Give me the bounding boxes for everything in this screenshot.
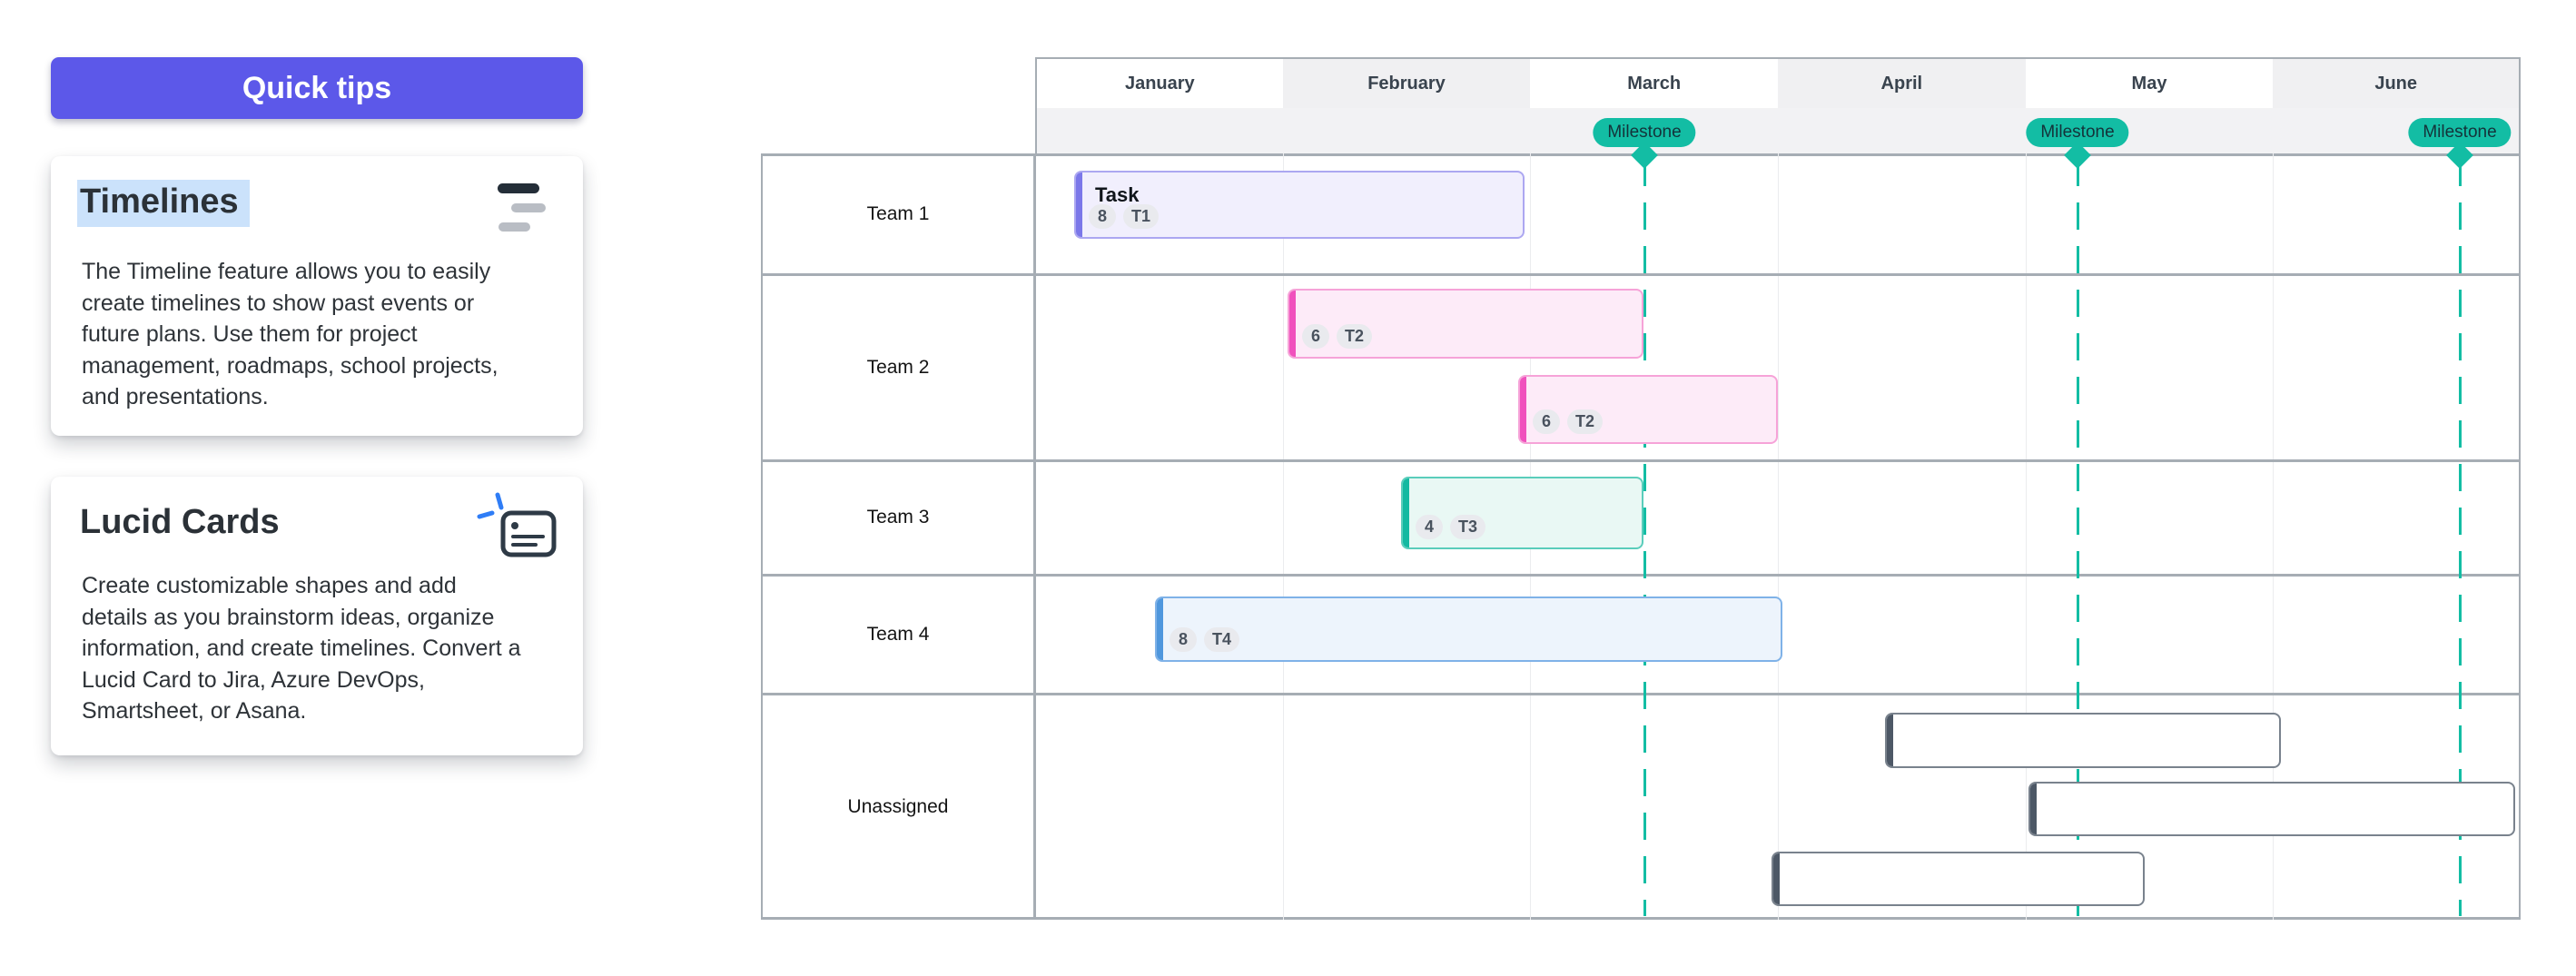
task-bar-unassigned[interactable]: [1772, 852, 2145, 906]
task-badge: T4: [1204, 627, 1240, 652]
milestone-guide-line: [2077, 159, 2079, 916]
task-badge: 6: [1533, 409, 1560, 434]
task-bar-accent: [1157, 598, 1163, 660]
task-badge: T1: [1123, 204, 1160, 229]
month-header-february: February: [1282, 57, 1531, 108]
task-badge: 8: [1089, 204, 1116, 229]
task-bar-accent: [1520, 377, 1526, 442]
task-bar-badges: 6 T2: [1302, 324, 1373, 349]
row-label-team-4: Team 4: [866, 623, 930, 645]
milestone-pill[interactable]: Milestone: [1593, 118, 1696, 147]
task-badge: 4: [1416, 515, 1443, 539]
task-badge: 6: [1302, 324, 1329, 349]
month-header-may: May: [2025, 57, 2274, 108]
task-bar-badges: 8 T4: [1170, 627, 1240, 652]
task-bar-unassigned[interactable]: [1885, 713, 2281, 768]
task-bar-accent: [1403, 478, 1409, 547]
month-header-march: March: [1530, 57, 1778, 108]
quick-tips-button[interactable]: Quick tips: [51, 57, 583, 119]
label-column-border: [1033, 153, 1036, 920]
row-label-team-2: Team 2: [866, 356, 930, 378]
month-gridline: [1778, 153, 1779, 920]
timelines-card[interactable]: Timelines The Timeline feature allows yo…: [51, 156, 583, 436]
row-separator: [761, 693, 2521, 695]
month-gridline: [2026, 153, 2027, 920]
task-bar-badges: 8 T1: [1089, 204, 1160, 229]
milestone-pill[interactable]: Milestone: [2408, 118, 2512, 147]
task-bar-accent: [1076, 173, 1082, 237]
month-gridline: [1283, 153, 1284, 920]
task-bar-accent: [1887, 715, 1893, 766]
milestone-pill[interactable]: Milestone: [2026, 118, 2129, 147]
lucid-cards-card[interactable]: Lucid Cards Create customizable shapes a…: [51, 477, 583, 755]
task-bar-title: Task: [1095, 183, 1140, 206]
milestone-guide-line: [2459, 159, 2462, 916]
task-badge: T2: [1567, 409, 1604, 434]
task-bar-team-3[interactable]: 4 T3: [1401, 477, 1643, 549]
task-badge: T3: [1450, 515, 1486, 539]
lucid-cards-card-title: Lucid Cards: [80, 503, 280, 541]
row-label-team-1: Team 1: [866, 202, 930, 224]
row-separator: [761, 273, 2521, 276]
timelines-card-title: Timelines: [77, 180, 250, 227]
timeline-bars-icon: [494, 183, 552, 232]
row-separator: [761, 574, 2521, 577]
lucid-cards-card-body: Create customizable shapes and add detai…: [82, 573, 521, 724]
task-bar-team-4[interactable]: 8 T4: [1155, 596, 1782, 662]
task-bar-team-2[interactable]: 6 T2: [1518, 375, 1778, 444]
task-bar-badges: 4 T3: [1416, 515, 1486, 539]
row-separator: [761, 459, 2521, 462]
month-gridline: [2273, 153, 2274, 920]
task-bar-accent: [1289, 291, 1296, 357]
task-bar-badges: 6 T2: [1533, 409, 1604, 434]
timelines-card-body: The Timeline feature allows you to easil…: [82, 259, 498, 409]
month-header-january: January: [1035, 57, 1283, 108]
task-badge: 8: [1170, 627, 1197, 652]
row-label-unassigned: Unassigned: [847, 795, 949, 817]
month-header-june: June: [2273, 57, 2521, 108]
lucid-card-icon: [476, 491, 563, 570]
task-bar-team-2[interactable]: 6 T2: [1288, 289, 1643, 359]
row-label-team-3: Team 3: [866, 507, 930, 527]
milestone-guide-line: [1643, 159, 1646, 916]
task-bar-accent: [1773, 853, 1780, 904]
milestone-band: [1035, 108, 2521, 153]
task-bar-unassigned[interactable]: [2028, 782, 2515, 836]
task-bar-accent: [2030, 784, 2037, 834]
task-badge: T2: [1337, 324, 1373, 349]
month-header-april: April: [1778, 57, 2026, 108]
